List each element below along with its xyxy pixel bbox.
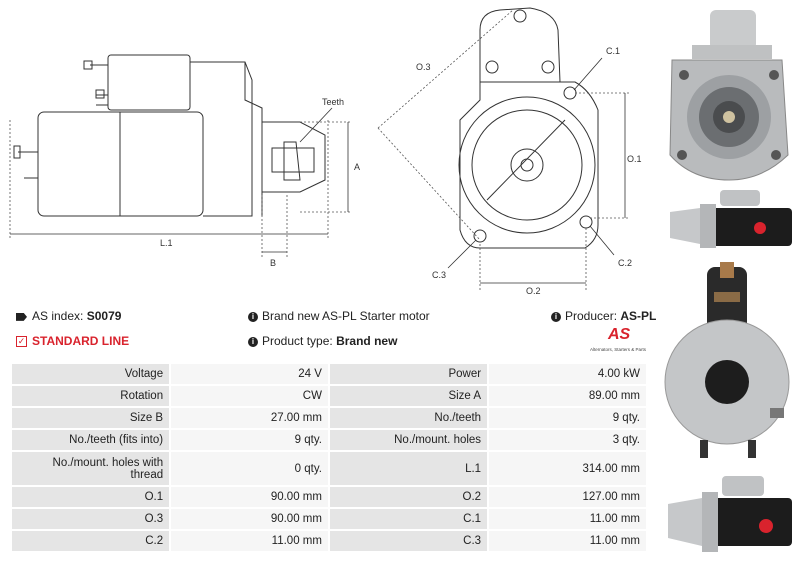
spec-label: O.2: [329, 487, 488, 507]
spec-value: 90.00 mm: [171, 509, 328, 529]
product-photo-side[interactable]: [662, 186, 796, 254]
info-icon: i: [248, 336, 258, 347]
product-type-label: Product type:: [262, 334, 333, 348]
producer: i Producer: AS-PL: [551, 309, 656, 323]
as-index: AS index: S0079: [16, 309, 121, 323]
spec-label: C.1: [329, 509, 488, 529]
dimension-o2-label: O.2: [526, 286, 541, 296]
spec-label: No./teeth (fits into): [12, 430, 170, 450]
producer-label: Producer:: [565, 309, 618, 323]
check-square-icon: ✓: [16, 336, 27, 348]
product-photo-front[interactable]: [662, 5, 796, 185]
dimension-l1-label: L.1: [160, 238, 173, 248]
spec-value: 9 qty.: [171, 430, 328, 450]
spec-value: 89.00 mm: [489, 386, 646, 406]
product-type: i Product type: Brand new: [248, 334, 397, 348]
spec-value: 27.00 mm: [171, 408, 328, 428]
spec-label: O.3: [12, 509, 170, 529]
spec-label: Rotation: [12, 386, 170, 406]
tag-icon: [16, 312, 27, 321]
dimension-c3-label: C.3: [432, 270, 446, 280]
teeth-label: Teeth: [322, 97, 344, 107]
spec-label: C.2: [12, 531, 170, 551]
spec-label: No./teeth: [329, 408, 488, 428]
info-icon: i: [248, 311, 258, 322]
front-view-drawing: O.3 C.1 O.1 C.3 C.2 O.2: [377, 7, 642, 296]
info-icon: i: [551, 311, 561, 322]
dimension-c1-label: C.1: [606, 46, 620, 56]
spec-value: 24 V: [171, 364, 328, 384]
spec-value: 11.00 mm: [171, 531, 328, 551]
brand-logo: AS Alternators, Starters & Parts: [590, 326, 652, 356]
table-row: No./teeth (fits into)9 qty.No./mount. ho…: [12, 430, 646, 450]
spec-label: No./mount. holes with thread: [12, 452, 170, 485]
spec-value: 0 qty.: [171, 452, 328, 485]
product-photo-rear[interactable]: [662, 262, 796, 462]
description-text: Brand new AS-PL Starter motor: [262, 309, 430, 323]
spec-value: 4.00 kW: [489, 364, 646, 384]
spec-value: 9 qty.: [489, 408, 646, 428]
producer-value: AS-PL: [620, 309, 657, 323]
spec-label: No./mount. holes: [329, 430, 488, 450]
dimension-o1-label: O.1: [627, 154, 642, 164]
spec-label: O.1: [12, 487, 170, 507]
spec-label: Size B: [12, 408, 170, 428]
dimension-b-label: B: [270, 258, 276, 268]
as-index-value: S0079: [86, 309, 122, 323]
standard-line-text: STANDARD LINE: [32, 334, 130, 348]
standard-line: ✓ STANDARD LINE: [16, 334, 129, 348]
description: i Brand new AS-PL Starter motor: [248, 309, 430, 323]
spec-label: Voltage: [12, 364, 170, 384]
spec-value: 11.00 mm: [489, 509, 646, 529]
logo-tagline: Alternators, Starters & Parts: [590, 347, 647, 352]
spec-value: 90.00 mm: [171, 487, 328, 507]
side-view-drawing: Teeth A B L.1: [9, 54, 360, 268]
spec-value: CW: [171, 386, 328, 406]
spec-label: Size A: [329, 386, 488, 406]
dimension-o3-label: O.3: [416, 62, 431, 72]
spec-value: 314.00 mm: [489, 452, 646, 485]
dimension-a-label: A: [354, 162, 360, 172]
spec-label: Power: [329, 364, 488, 384]
spec-value: 11.00 mm: [489, 531, 646, 551]
as-index-label: AS index:: [32, 309, 84, 323]
product-photo-side-2[interactable]: [662, 470, 796, 565]
spec-label: L.1: [329, 452, 488, 485]
product-type-value: Brand new: [336, 334, 398, 348]
logo-mark: AS: [608, 326, 631, 343]
spec-value: 3 qty.: [489, 430, 646, 450]
spec-value: 127.00 mm: [489, 487, 646, 507]
dimension-c2-label: C.2: [618, 258, 632, 268]
spec-label: C.3: [329, 531, 488, 551]
